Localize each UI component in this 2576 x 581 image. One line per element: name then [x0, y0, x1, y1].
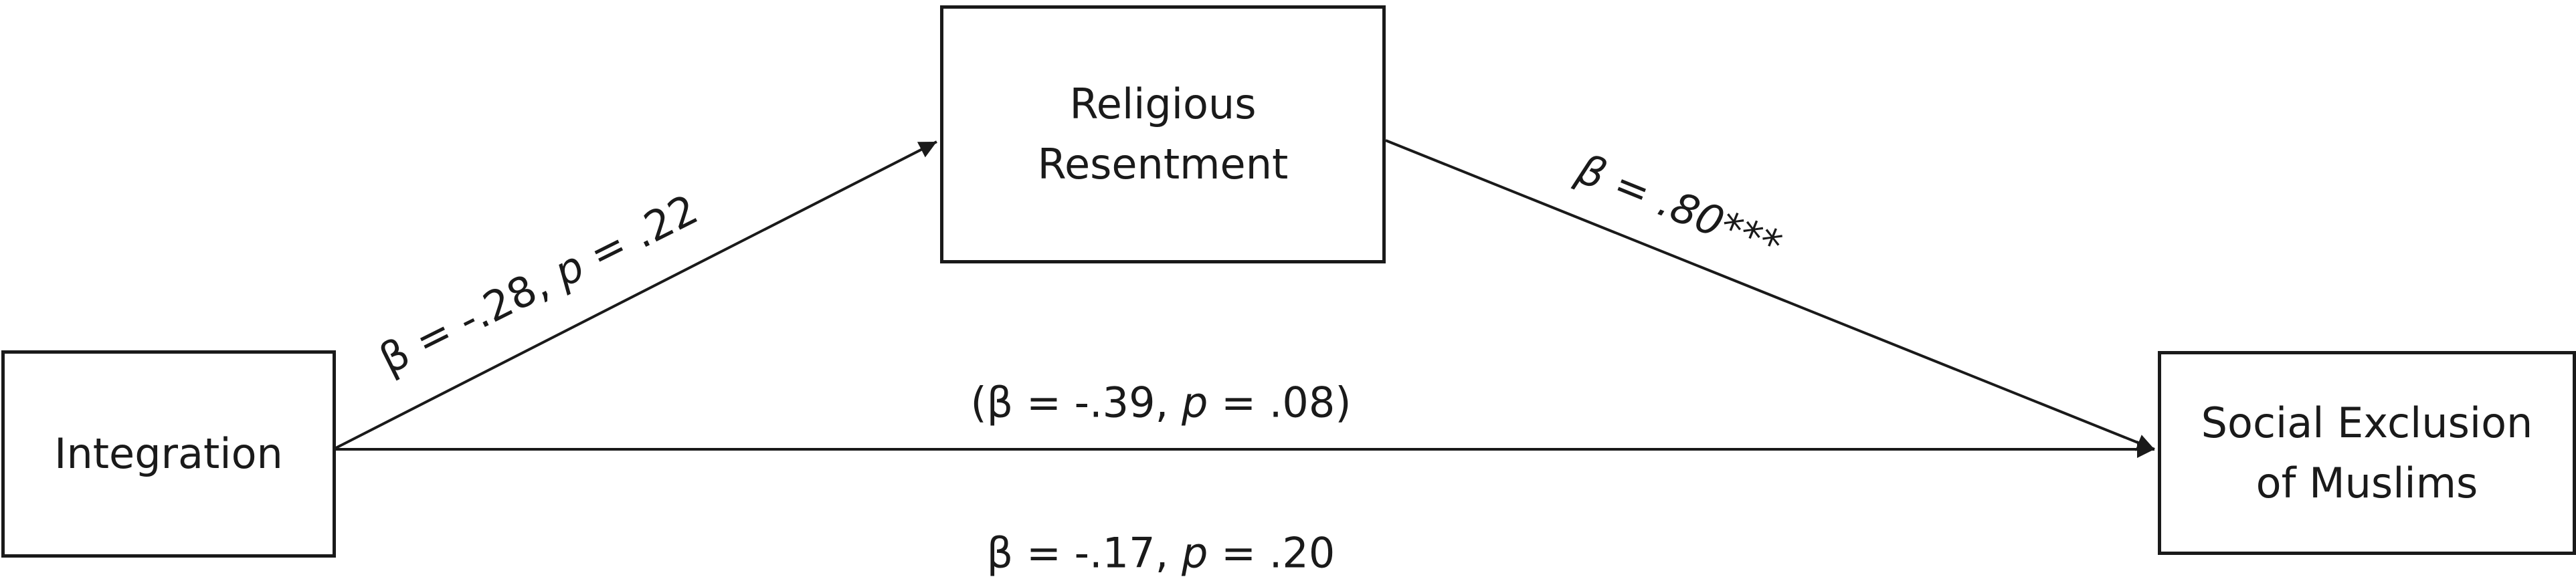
total-effect-p-symbol: p [1182, 528, 1208, 578]
mediator-label-line-1: Religious [1069, 80, 1257, 129]
direct-effect-beta: (β = -.39, [970, 378, 1182, 427]
outcome-label-line-1: Social Exclusion [2201, 398, 2533, 447]
integration-label: Integration [54, 429, 283, 479]
total-effect-p-value: = .20 [1208, 528, 1336, 578]
total-effect-beta: β = -.17, [986, 528, 1182, 578]
direct-effect-coefficient: (β = -.39, p = .08) [970, 378, 1351, 427]
total-effect-coefficient: β = -.17, p = .20 [987, 529, 1336, 578]
direct-effect-p-value: = .08) [1208, 378, 1352, 427]
arrow-b [1385, 139, 2155, 451]
social-exclusion-box: Social Exclusion of Muslims [2158, 351, 2576, 555]
religious-resentment-box: Religious Resentment [940, 5, 1386, 263]
mediator-label-line-2: Resentment [1037, 140, 1289, 189]
integration-box: Integration [1, 350, 336, 558]
outcome-label-line-2: of Muslims [2256, 458, 2478, 507]
direct-effect-p-symbol: p [1182, 378, 1208, 427]
arrow-a [335, 140, 937, 449]
